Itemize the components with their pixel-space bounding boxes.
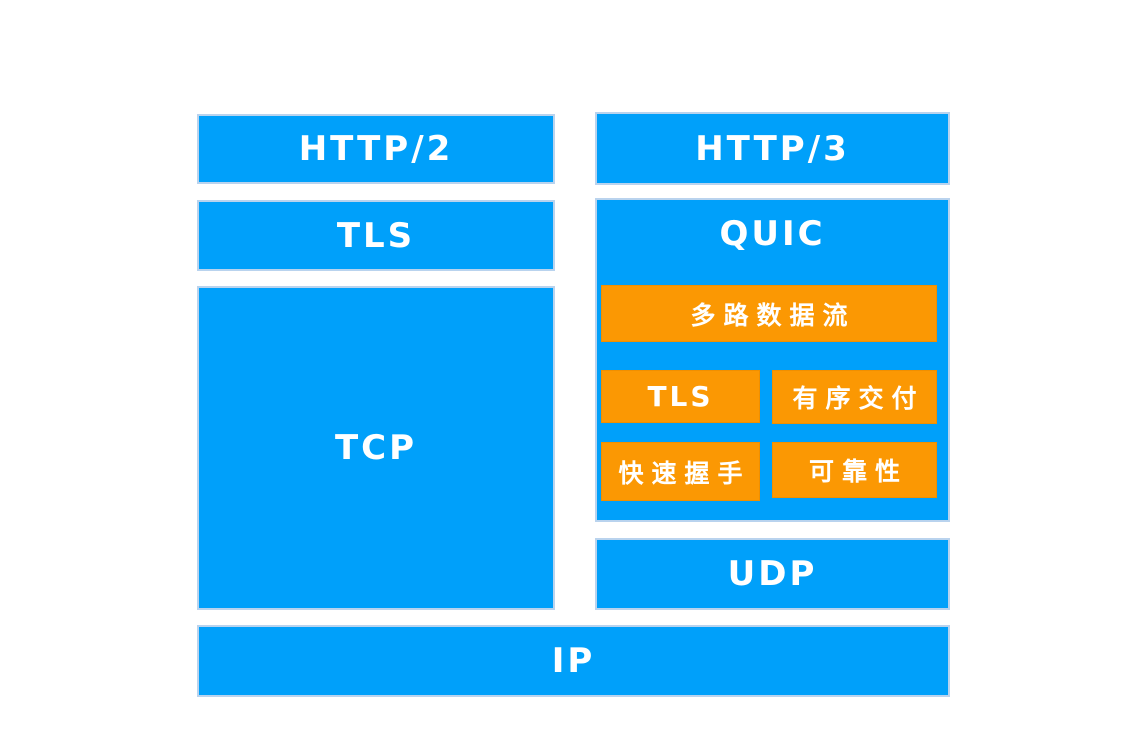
http3-label: HTTP/3 (695, 128, 850, 169)
tcp-label: TCP (334, 428, 418, 468)
ip-layer-box: IP (197, 625, 950, 697)
quic-feature-ordered-delivery: 有序交付 (772, 370, 937, 424)
quic-feature-tls-label: TLS (647, 380, 714, 413)
udp-layer-box: UDP (595, 538, 950, 610)
quic-feature-ordered-delivery-label: 有序交付 (792, 384, 925, 413)
quic-feature-reliability-label: 可靠性 (808, 457, 908, 486)
http2-label: HTTP/2 (298, 129, 454, 169)
ip-label: IP (551, 641, 596, 681)
quic-feature-fast-handshake: 快速握手 (601, 442, 760, 501)
tls-label: TLS (336, 215, 416, 256)
http3-layer-box: HTTP/3 (595, 112, 950, 185)
http2-layer-box: HTTP/2 (197, 114, 555, 184)
quic-label-row: QUIC (597, 214, 948, 254)
quic-feature-multiplexed-streams-label: 多路数据流 (690, 300, 856, 330)
quic-label: QUIC (719, 214, 826, 254)
tls-layer-box: TLS (197, 200, 555, 271)
quic-feature-reliability: 可靠性 (772, 442, 937, 498)
tcp-layer-box: TCP (197, 286, 555, 610)
udp-label: UDP (727, 554, 818, 594)
quic-feature-multiplexed-streams: 多路数据流 (601, 285, 937, 342)
quic-feature-tls: TLS (601, 370, 760, 423)
quic-feature-fast-handshake-label: 快速握手 (618, 458, 751, 488)
